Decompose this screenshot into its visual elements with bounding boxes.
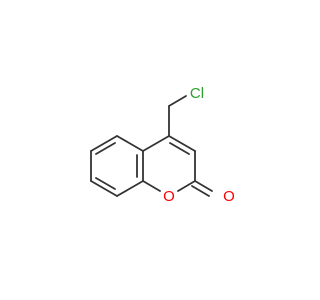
bond-c4-c3 <box>168 135 196 152</box>
bond-inner-1 <box>95 142 116 155</box>
bond-c4-c3-double <box>169 142 190 155</box>
carbonyl-oxygen-atom-label: O <box>223 188 235 205</box>
bond-c8a-c4a <box>116 135 144 152</box>
bond-c6-c7 <box>90 180 118 197</box>
bond-inner-2 <box>95 177 116 190</box>
bond-c4a-c4 <box>142 135 170 152</box>
bond-c2-o-a <box>194 180 213 192</box>
bond-c4a-c5 <box>90 135 118 152</box>
chlorine-atom-label: Cl <box>190 85 204 102</box>
bond-lines <box>90 95 213 197</box>
bond-ch2-cl <box>168 95 187 107</box>
bond-c7-c8 <box>116 180 144 197</box>
ring-oxygen-atom-label: O <box>163 188 175 205</box>
bond-c2-o1 <box>177 180 196 192</box>
structure-diagram: Cl O O <box>90 85 235 205</box>
bond-c2-o-b <box>191 185 210 197</box>
bond-o1-c8a <box>142 180 161 192</box>
